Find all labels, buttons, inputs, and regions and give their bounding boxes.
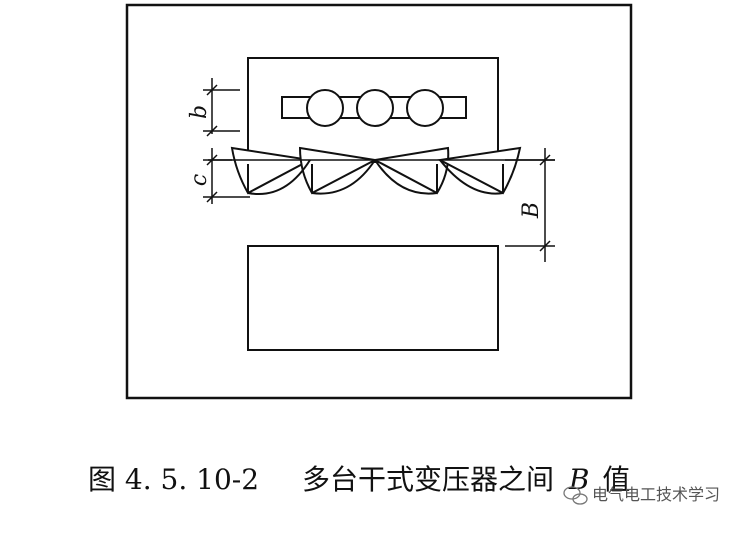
- watermark: 电气电工技术学习: [563, 485, 720, 505]
- transformer-lower-body: [247, 245, 499, 351]
- figure-number: 图 4. 5. 10-2: [88, 463, 259, 496]
- dimension-c-label: c: [187, 174, 212, 186]
- watermark-text: 电气电工技术学习: [592, 485, 720, 504]
- transformer-upper: [247, 57, 499, 163]
- dimension-b-label: b: [187, 105, 212, 119]
- dimension-B-tick-top: [539, 154, 551, 166]
- dimension-b-tick-top: [206, 84, 218, 96]
- figure-caption: 图 4. 5. 10-2 多台干式变压器之间 B 值: [88, 463, 630, 496]
- transformer-upper-coil-1: [306, 89, 344, 127]
- figure-title: 多台干式变压器之间: [302, 463, 554, 496]
- door-swing-6: [311, 159, 376, 195]
- dimension-c-tick-bottom: [206, 191, 218, 203]
- dimension-B-tick-bottom: [539, 240, 551, 252]
- dimension-c-tick-top: [206, 154, 218, 166]
- transformer-upper-coil-3: [406, 89, 444, 127]
- transformer-upper-coil-2: [356, 89, 394, 127]
- figure-variable: B: [568, 463, 590, 496]
- room-outline: [125, 3, 633, 400]
- door-swing-5: [247, 159, 311, 195]
- dimension-c: [203, 148, 250, 204]
- door-swing-8: [439, 159, 504, 195]
- dimension-B: [505, 148, 555, 262]
- dimension-b-tick-bottom: [206, 125, 218, 137]
- dimension-B-label: B: [519, 202, 544, 219]
- wechat-icon: [563, 486, 588, 505]
- door-swing-7: [374, 159, 438, 195]
- figure-suffix: 值: [602, 463, 630, 496]
- dimension-b: [203, 78, 240, 137]
